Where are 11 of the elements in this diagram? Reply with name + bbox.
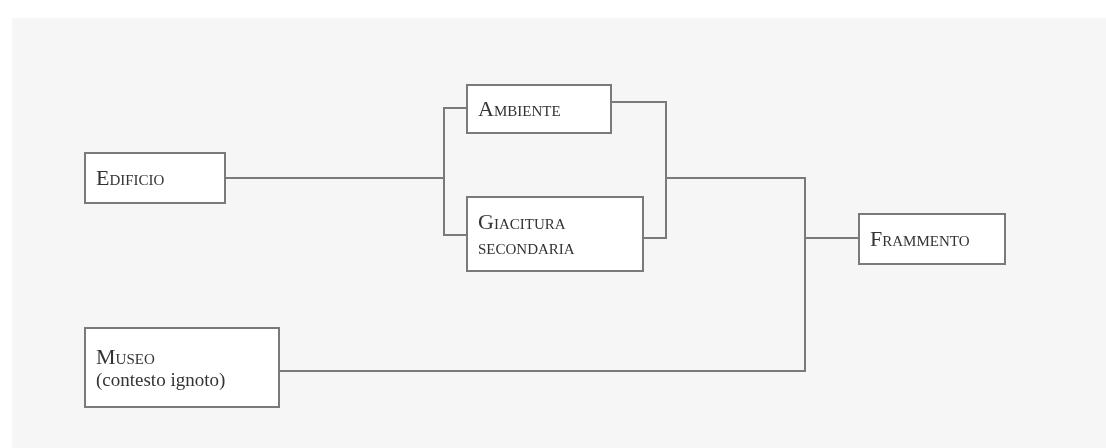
node-box [466,196,644,272]
node-label: Ambiente [478,96,561,122]
node-label: Giacitura secondaria [478,208,576,260]
node-box [84,152,226,204]
node-box [84,327,280,408]
node-box [466,84,612,134]
node-label: Museo [96,343,155,370]
node-box [858,213,1006,265]
node-label: Edificio [96,165,165,191]
node-label: Frammento [870,226,970,252]
node-note: (contesto ignoto) [96,369,226,392]
